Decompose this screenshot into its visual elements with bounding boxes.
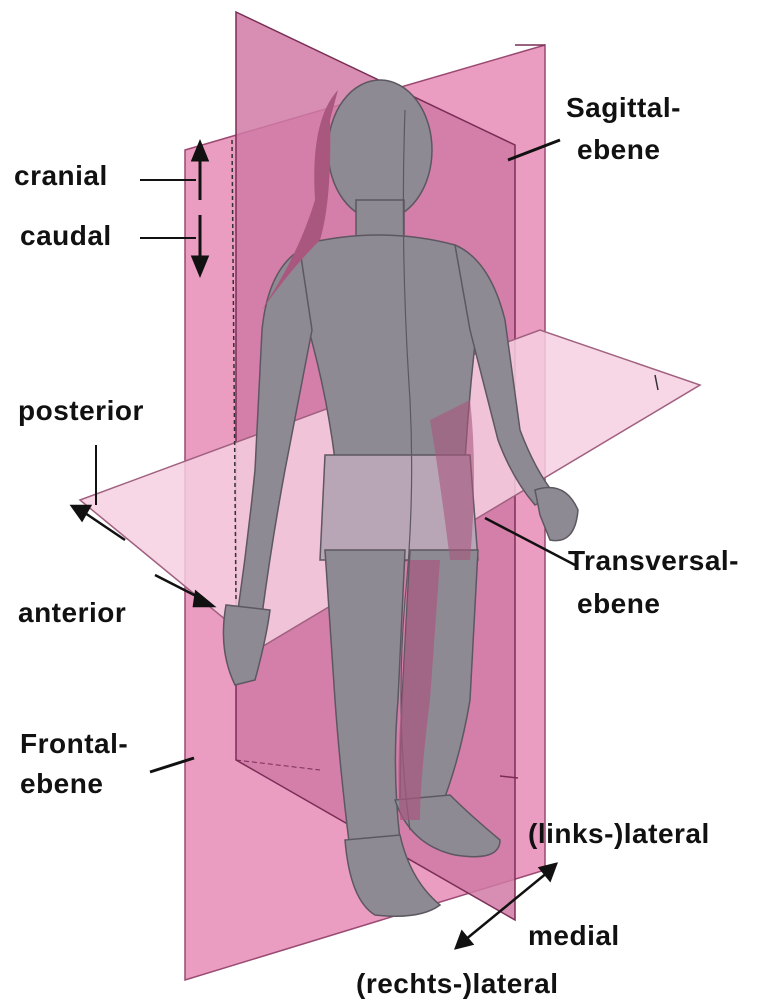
label-medial: medial <box>528 920 620 951</box>
label-transversal-line2: ebene <box>577 588 660 619</box>
label-links-lateral: (links-)lateral <box>528 818 710 849</box>
label-frontal-line1: Frontal- <box>20 728 128 759</box>
label-cranial: cranial <box>14 160 108 191</box>
label-posterior: posterior <box>18 395 144 426</box>
label-caudal: caudal <box>20 220 112 251</box>
label-frontal-line2: ebene <box>20 768 103 799</box>
label-anterior: anterior <box>18 597 126 628</box>
label-sagittal-line2: ebene <box>577 134 660 165</box>
label-rechts-lateral: (rechts-)lateral <box>356 968 559 999</box>
label-transversal-line1: Transversal- <box>568 545 739 576</box>
label-sagittal-line1: Sagittal- <box>566 92 681 123</box>
